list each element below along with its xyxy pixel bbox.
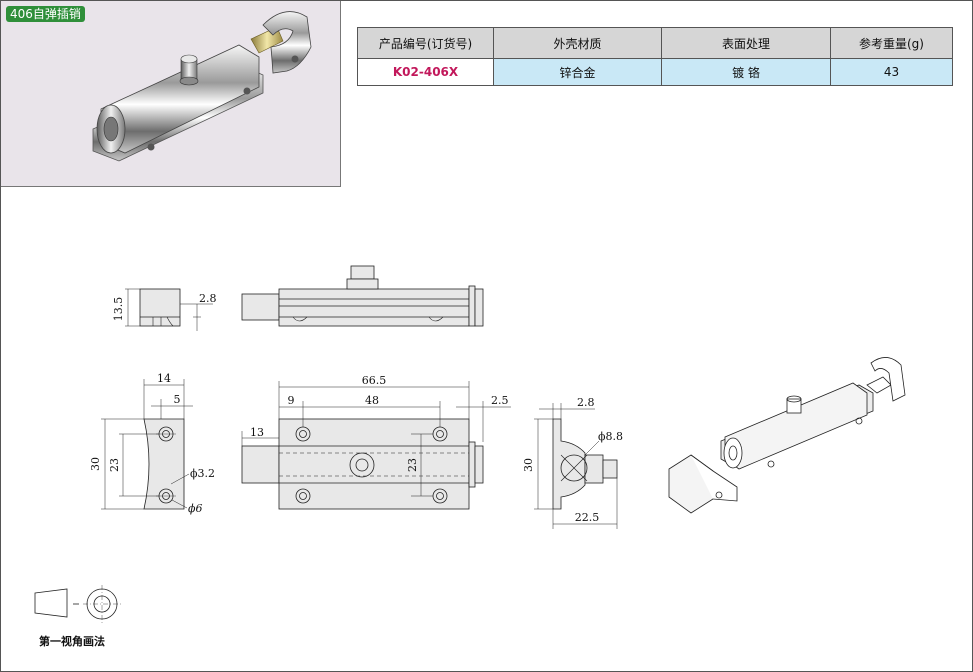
cell-finish: 镀 铬 [661, 58, 831, 86]
dim-keeper-height: 30 [522, 458, 535, 472]
header-material: 外壳材质 [493, 27, 662, 59]
front-view [241, 381, 511, 510]
dim-end-hole-spacing: 23 [108, 458, 121, 472]
projection-caption: 第一视角画法 [39, 635, 105, 648]
header-weight: 参考重量(g) [830, 27, 953, 59]
dim-hole-large: ϕ6 [188, 502, 203, 515]
dim-keeper-depth: 22.5 [575, 511, 600, 524]
header-finish: 表面处理 [661, 27, 831, 59]
dim-hole-offset: 9 [288, 394, 295, 407]
product-name-badge: 406自弹插销 [6, 6, 85, 22]
keeper-view [534, 403, 618, 529]
dim-side-height: 13.5 [112, 297, 125, 322]
cell-weight: 43 [830, 58, 953, 86]
dim-keeper-offset: 2.8 [577, 396, 595, 409]
end-view [101, 379, 193, 510]
projection-symbol [34, 585, 121, 623]
dim-keeper-hole: ϕ8.8 [598, 430, 623, 443]
dim-hole-small: ϕ3.2 [190, 467, 215, 480]
header-code: 产品编号(订货号) [357, 27, 494, 59]
isometric-sketch [668, 357, 906, 514]
dim-side-offset: 2.8 [199, 292, 217, 305]
dim-bolt-protrusion: 13 [250, 426, 264, 439]
dim-end-width: 14 [157, 372, 171, 385]
dim-front-hole-spacing: 23 [406, 458, 419, 472]
spec-table-row: K02-406X 锌合金 镀 铬 43 [357, 58, 953, 86]
cell-code: K02-406X [357, 58, 494, 86]
product-photo: 406自弹插销 [1, 1, 341, 187]
cell-material: 锌合金 [493, 58, 662, 86]
dim-bolt-offset: 2.5 [491, 394, 509, 407]
spec-table: 产品编号(订货号) 外壳材质 表面处理 参考重量(g) K02-406X 锌合金… [357, 27, 953, 86]
dim-end-height: 30 [89, 457, 102, 471]
dim-end-inner: 5 [174, 393, 181, 406]
spec-table-header-row: 产品编号(订货号) 外壳材质 表面处理 参考重量(g) [357, 27, 953, 59]
dim-hole-spacing: 48 [365, 394, 379, 407]
dim-length-total: 66.5 [362, 374, 387, 387]
side-end-view [125, 288, 213, 331]
top-view [241, 265, 484, 327]
bolt-photo-illustration [92, 11, 312, 162]
